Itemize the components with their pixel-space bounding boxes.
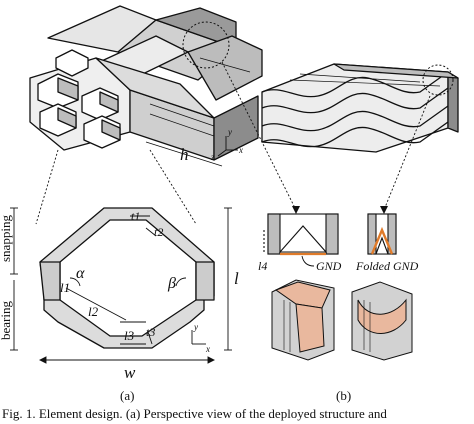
l4-label: l4 xyxy=(258,259,267,273)
element-cross-section xyxy=(39,207,215,349)
dim-l-label: l xyxy=(234,269,239,288)
figure-caption: Fig. 1. Element design. (a) Perspective … xyxy=(2,406,387,421)
alpha-label: α xyxy=(76,265,85,282)
axis-x-bottom: x xyxy=(205,344,210,354)
gnd-flat-render xyxy=(271,279,335,361)
axis-y-bottom: y xyxy=(193,322,198,332)
element-dimensions xyxy=(10,207,232,364)
axis-triad-bottom: y x xyxy=(191,322,210,354)
l3-label: l3 xyxy=(124,328,135,343)
t1-label: t1 xyxy=(131,209,140,223)
folded-gnd-label: Folded GND xyxy=(355,259,419,273)
dim-h-label: h xyxy=(180,145,189,164)
folded-structure-illustration xyxy=(261,63,459,153)
axis-z-top: z xyxy=(210,152,215,162)
gnd-flat-diagram xyxy=(263,213,339,267)
t3-label: t3 xyxy=(146,325,155,339)
panel-b-label: (b) xyxy=(336,388,351,403)
gnd-folded-render xyxy=(351,281,413,361)
gnd-label: GND xyxy=(316,259,342,273)
dimension-h: h xyxy=(145,141,223,167)
axis-triad-top: y x z xyxy=(210,127,243,162)
deployed-structure-illustration xyxy=(29,5,263,161)
dim-w-label: w xyxy=(124,363,136,382)
zoom-lines-a xyxy=(35,149,197,225)
t2-label: t2 xyxy=(154,225,163,239)
beta-label: β xyxy=(167,275,176,292)
label-bearing: bearing xyxy=(0,301,13,340)
l2-label: l2 xyxy=(88,304,99,319)
axis-x-top: x xyxy=(238,145,243,155)
zoom-arrows-b xyxy=(221,61,431,211)
axis-y-top: y xyxy=(227,127,232,137)
l1-label: l1 xyxy=(60,280,70,295)
panel-a-label: (a) xyxy=(120,388,134,403)
label-snapping: snapping xyxy=(0,215,13,262)
gnd-folded-diagram xyxy=(367,213,397,255)
